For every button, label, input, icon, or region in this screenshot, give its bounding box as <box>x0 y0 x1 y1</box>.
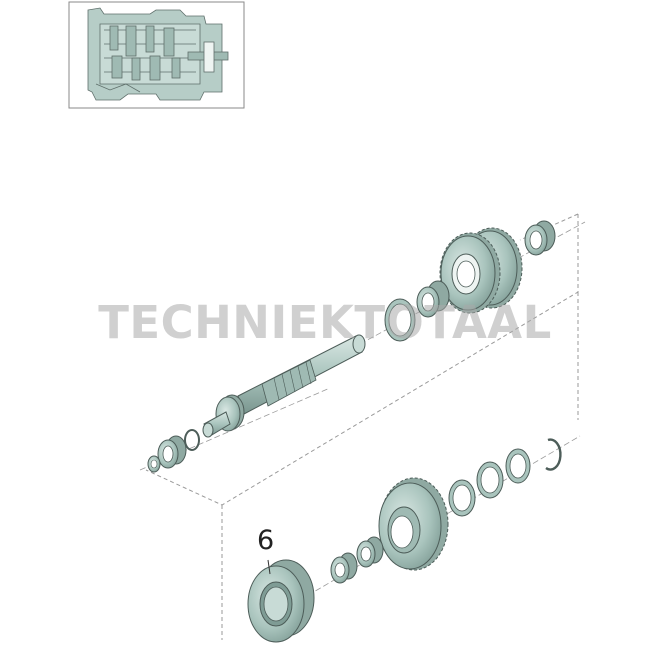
thrust-washer-upper <box>384 298 416 342</box>
main-shaft <box>202 334 366 438</box>
gear-lower <box>378 477 449 571</box>
callout-label-6: 6 <box>257 525 275 556</box>
bushing-lower-1 <box>356 536 384 568</box>
gear-cluster-upper <box>439 227 523 314</box>
transmission-inset <box>68 1 245 109</box>
synchro-ring-lower-2 <box>476 461 504 499</box>
bushing-lower-2 <box>330 552 358 584</box>
nut-shaft-end <box>147 455 161 473</box>
bushing-upper <box>416 280 450 318</box>
callout-leader-6 <box>267 559 271 575</box>
transmission-housing-icon <box>87 7 229 101</box>
assembly-outline-lower <box>221 292 579 640</box>
circlip-shaft <box>184 429 200 451</box>
synchro-ring-lower-1 <box>505 448 531 484</box>
bearing-shaft-end <box>157 435 187 469</box>
needle-bearing-upper-right <box>524 220 556 256</box>
synchro-ring-lower-3 <box>448 479 476 517</box>
sliding-sleeve <box>247 559 315 643</box>
circlip-lower <box>545 438 562 471</box>
